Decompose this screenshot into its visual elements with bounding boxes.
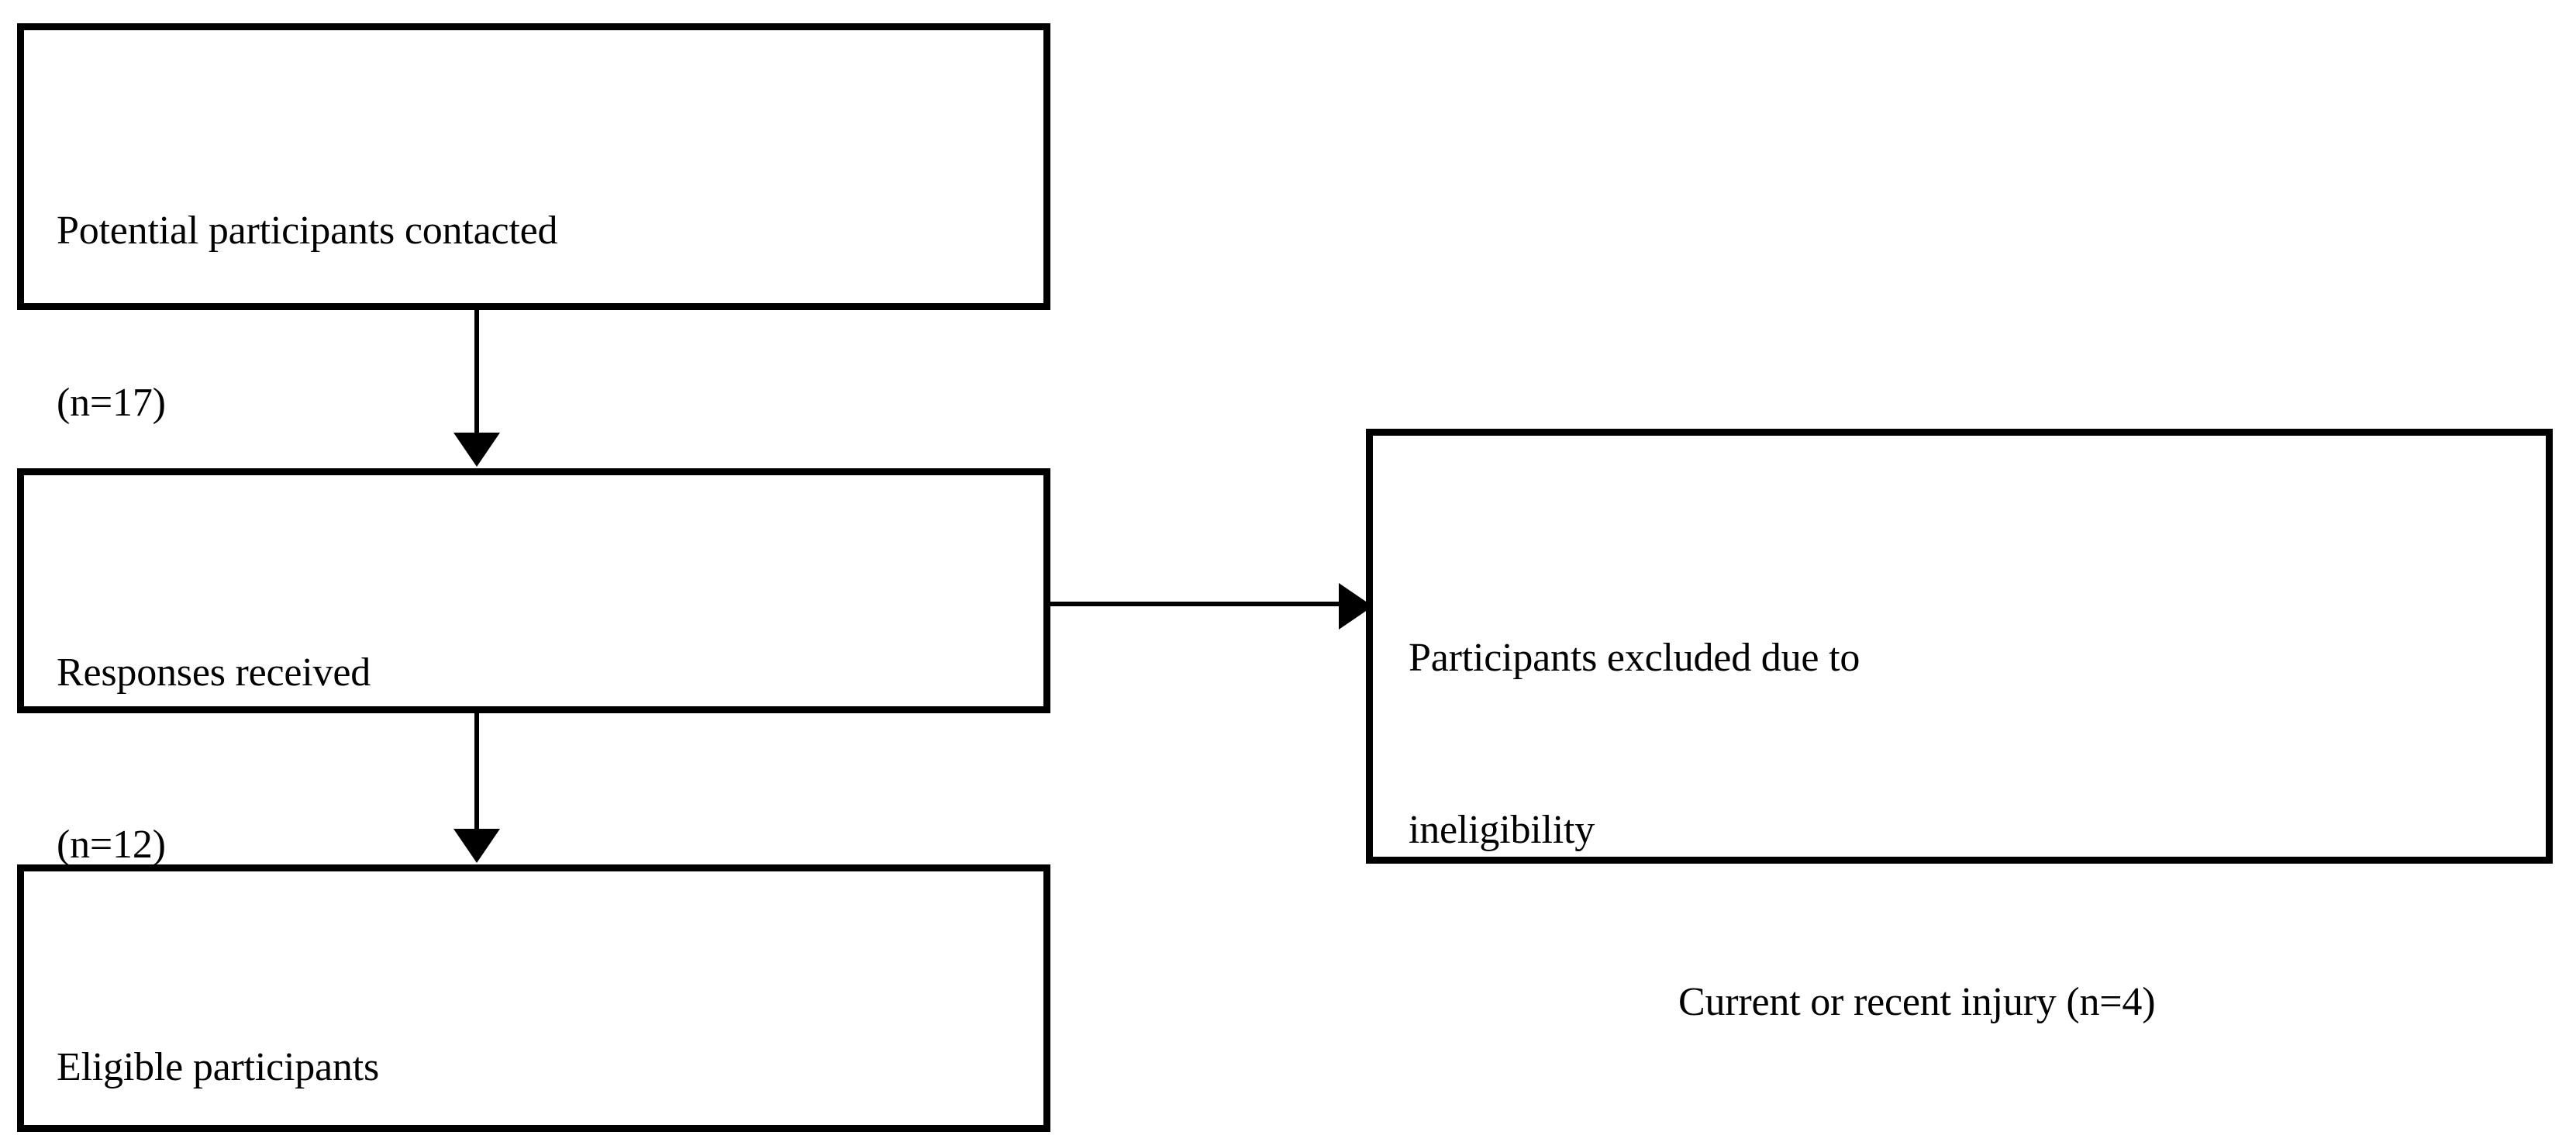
flow-box-participants-excluded: Participants excluded due to ineligibili… — [1366, 429, 2553, 1024]
flow-box-line-excluded-reason: Current or recent injury (n=4) — [1678, 980, 2156, 1024]
flow-box-eligible-participants: Eligible participants (n=8) — [17, 864, 1050, 1132]
flow-box-text-excluded: Participants excluded due to ineligibili… — [1409, 515, 2530, 1142]
flow-box-line-responses-count: (n=12) — [57, 823, 166, 867]
flow-box-line-contacted-count: (n=17) — [57, 381, 166, 425]
flow-box-text-contacted: Potential participants contacted (n=17) — [57, 88, 1028, 547]
arrow-line-vertical — [474, 310, 479, 434]
flow-box-text-eligible: Eligible participants (n=8) — [57, 924, 1028, 1142]
flow-box-line-excluded-secondary: ineligibility — [1409, 808, 1595, 852]
flow-box-potential-participants-contacted: Potential participants contacted (n=17) — [17, 23, 1050, 425]
flow-box-responses-received: Responses received (n=12) — [17, 468, 1050, 867]
flow-box-line-contacted-primary: Potential participants contacted — [57, 209, 558, 253]
flow-box-line-eligible-primary: Eligible participants — [57, 1045, 380, 1089]
arrow-head-down-icon — [453, 829, 500, 863]
arrow-head-down-icon — [453, 433, 500, 467]
flow-box-line-excluded-primary: Participants excluded due to — [1409, 636, 1860, 680]
arrow-line-horizontal — [1050, 602, 1340, 606]
flow-box-line-responses-primary: Responses received — [57, 650, 371, 695]
arrow-line-vertical — [474, 713, 479, 830]
flow-box-text-responses: Responses received (n=12) — [57, 530, 1028, 988]
